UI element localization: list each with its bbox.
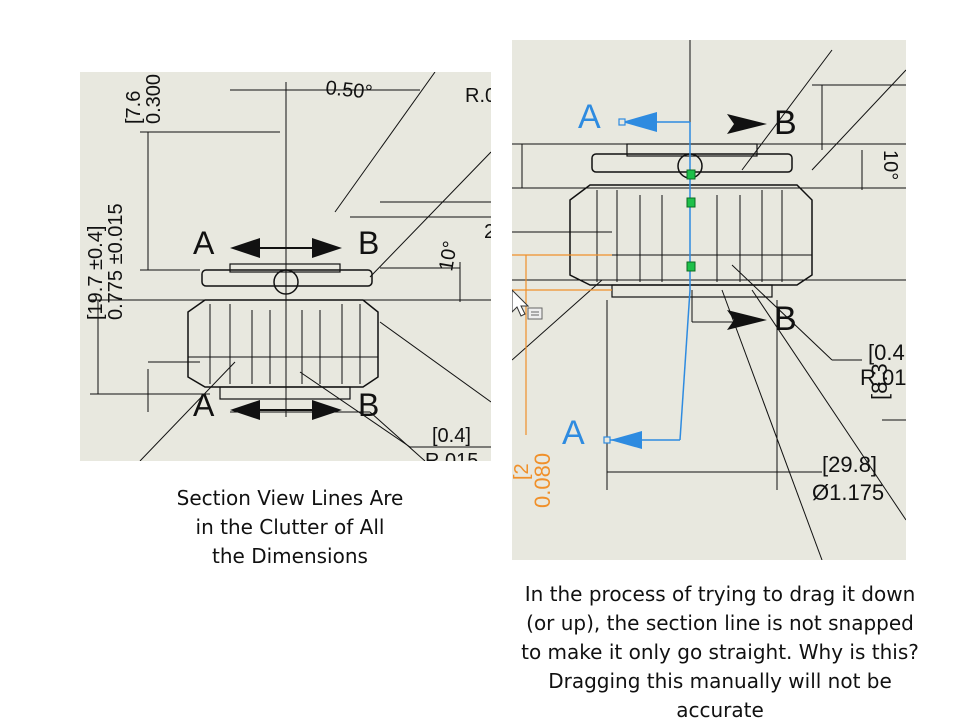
angle-dimension: 0.50° bbox=[324, 77, 373, 104]
orange-dimension[interactable] bbox=[512, 254, 612, 435]
mouse-cursor-icon bbox=[512, 289, 543, 320]
angle-10-label: 10° bbox=[435, 239, 462, 273]
right-caption-line: Dragging this manually will not be bbox=[548, 669, 892, 693]
left-drawing-canvas: 0.50° [7.6 0.300 R.0 [19.7 ±0.4] 0.775 ±… bbox=[85, 72, 491, 461]
angle-10-label: 10° bbox=[879, 150, 901, 180]
section-label-b-top: B bbox=[358, 225, 379, 261]
section-label-b-top: B bbox=[774, 104, 797, 142]
arrow-b-top bbox=[312, 238, 342, 258]
left-caption-line: the Dimensions bbox=[212, 544, 368, 568]
orange-dimension-value[interactable]: 0.080 bbox=[530, 453, 555, 508]
right-caption: In the process of trying to drag it down… bbox=[515, 580, 925, 725]
vertical-dimension-main-metric: [19.7 ±0.4] bbox=[85, 226, 107, 320]
right-section-view-panel: A B B A 10° [0.4 R.01 [8.3 [29.8] Ø1.175… bbox=[512, 40, 906, 560]
radius-metric: [0.4 bbox=[868, 340, 905, 365]
vertical-dimension-main-inch: 0.775 ±0.015 bbox=[105, 203, 127, 320]
right-drawing-canvas: A B B A 10° [0.4 R.01 [8.3 [29.8] Ø1.175… bbox=[512, 40, 906, 560]
left-caption-line: Section View Lines Are bbox=[176, 486, 404, 510]
arrow-a-bottom bbox=[230, 400, 260, 420]
right-caption-line: to make it only go straight. Why is this… bbox=[521, 640, 919, 664]
right-caption-line: (or up), the section line is not snapped bbox=[526, 611, 914, 635]
radius-top-label: R.0 bbox=[465, 85, 491, 107]
orange-dimension-bracket: [2 bbox=[512, 463, 533, 480]
section-label-a-top: A bbox=[193, 225, 215, 261]
radius-bottom-inch: R.015 bbox=[425, 450, 478, 461]
left-section-view-panel: 0.50° [7.6 0.300 R.0 [19.7 ±0.4] 0.775 ±… bbox=[80, 72, 491, 461]
section-label-a-bottom: A bbox=[193, 387, 215, 423]
arrow-b-bottom bbox=[312, 400, 342, 420]
right-caption-line: In the process of trying to drag it down bbox=[524, 582, 916, 606]
snap-point-3[interactable] bbox=[686, 261, 696, 272]
left-caption: Section View Lines Are in the Clutter of… bbox=[150, 484, 430, 571]
snap-point-1[interactable] bbox=[686, 169, 696, 180]
vertical-dimension-8: [8.3 bbox=[867, 363, 892, 400]
partial-dimension-2: 2 bbox=[484, 221, 491, 243]
arrow-a-bottom-selected[interactable] bbox=[610, 431, 642, 449]
section-label-b-bottom: B bbox=[358, 387, 379, 423]
radius-inch: R.01 bbox=[860, 365, 906, 390]
vertical-dimension-top-metric: [7.6 bbox=[123, 91, 145, 124]
radius-bottom-metric: [0.4] bbox=[432, 425, 471, 447]
diameter-metric: [29.8] bbox=[822, 452, 877, 477]
section-label-b-mid: B bbox=[774, 300, 797, 338]
drag-handle-top[interactable] bbox=[618, 118, 626, 126]
right-caption-line: accurate bbox=[676, 698, 764, 722]
arrow-a-top bbox=[230, 238, 260, 258]
vertical-dimension-top-inch: 0.300 bbox=[143, 74, 165, 124]
arrow-a-top-selected[interactable] bbox=[622, 112, 657, 132]
arrow-b-mid bbox=[727, 310, 767, 330]
diameter-inch: Ø1.175 bbox=[812, 480, 884, 505]
arrow-b-top bbox=[727, 114, 767, 134]
section-label-a-top: A bbox=[578, 98, 601, 136]
section-label-a-bottom: A bbox=[562, 414, 585, 452]
drag-handle-bottom[interactable] bbox=[603, 436, 611, 444]
snap-point-2[interactable] bbox=[686, 197, 696, 208]
left-caption-line: in the Clutter of All bbox=[195, 515, 385, 539]
